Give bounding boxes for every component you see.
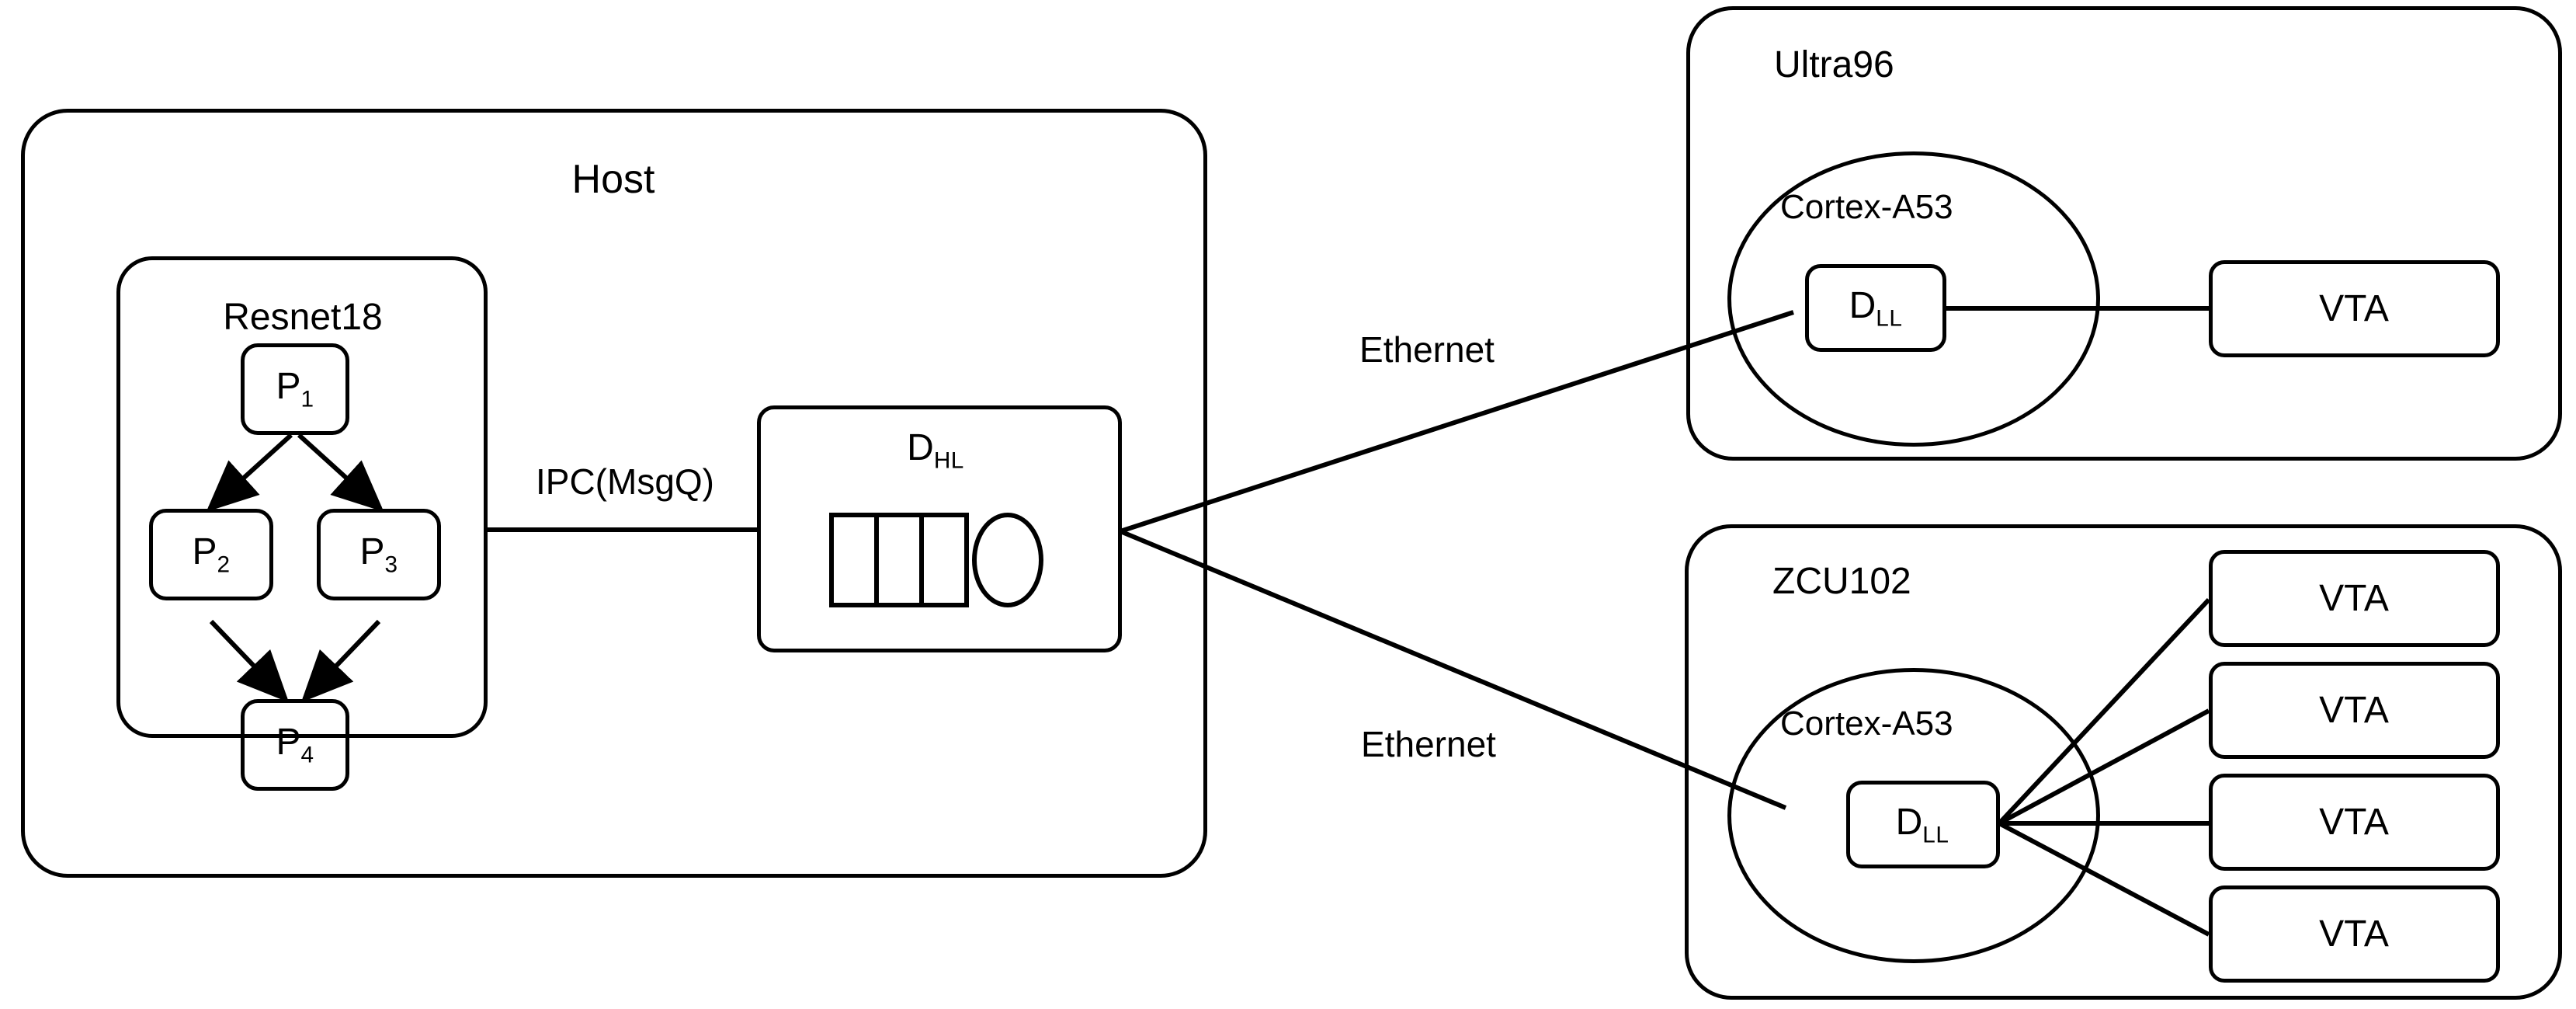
zcu102-vta-3-label: VTA — [2319, 913, 2389, 955]
ethernet-label-zcu102: Ethernet — [1361, 724, 1496, 764]
zcu102-vta-2-label: VTA — [2319, 802, 2389, 843]
zcu102-cortex-a53-title: Cortex-A53 — [1780, 705, 1953, 743]
zcu102-vta-3[interactable] — [2209, 885, 2500, 983]
process-node-p3[interactable] — [317, 509, 441, 600]
zcu102-container[interactable] — [1685, 524, 2562, 1000]
dhl-sub: HL — [933, 447, 964, 474]
ultra96-dll-sub: LL — [1876, 305, 1903, 332]
p2-base: P — [192, 531, 217, 572]
host-daemon-label: DHL — [907, 430, 964, 472]
ipc-link-label: IPC(MsgQ) — [536, 461, 714, 502]
zcu102-vta-1[interactable] — [2209, 662, 2500, 759]
process-node-p4[interactable] — [241, 699, 349, 791]
p3-sub: 3 — [384, 551, 398, 578]
process-node-p1-label: P1 — [276, 368, 314, 411]
ultra96-vta-0-label: VTA — [2319, 288, 2389, 329]
message-queue-icon — [829, 513, 1070, 607]
p1-base: P — [276, 366, 301, 407]
process-node-p2-label: P2 — [192, 534, 230, 576]
p2-sub: 2 — [217, 551, 231, 578]
ultra96-vta-0[interactable] — [2209, 260, 2500, 357]
process-node-p3-label: P3 — [359, 534, 398, 576]
ultra96-daemon-box[interactable] — [1805, 264, 1946, 352]
p1-sub: 1 — [300, 386, 314, 412]
queue-cells-icon — [829, 513, 969, 607]
queue-consumer-circle-icon — [972, 513, 1043, 607]
process-node-p2[interactable] — [149, 509, 273, 600]
ultra96-container[interactable] — [1686, 6, 2562, 461]
ultra96-cortex-a53-title: Cortex-A53 — [1780, 188, 1953, 226]
zcu102-vta-0[interactable] — [2209, 550, 2500, 647]
p4-sub: 4 — [300, 742, 314, 768]
zcu102-vta-2[interactable] — [2209, 774, 2500, 871]
zcu102-dll-sub: LL — [1922, 822, 1949, 848]
zcu102-cortex-a53-ellipse[interactable] — [1727, 668, 2100, 963]
process-node-p4-label: P4 — [276, 724, 314, 767]
host-title: Host — [571, 157, 655, 202]
ultra96-title: Ultra96 — [1774, 44, 1894, 85]
ultra96-daemon-label: DLL — [1849, 287, 1903, 330]
zcu102-vta-0-label: VTA — [2319, 578, 2389, 619]
p4-base: P — [276, 722, 301, 763]
ethernet-label-ultra96: Ethernet — [1359, 329, 1495, 370]
dhl-base: D — [907, 427, 934, 468]
resnet18-title: Resnet18 — [223, 297, 383, 338]
zcu102-title: ZCU102 — [1772, 561, 1911, 602]
process-node-p1[interactable] — [241, 343, 349, 435]
zcu102-daemon-box[interactable] — [1846, 781, 2000, 868]
ultra96-cortex-a53-ellipse[interactable] — [1727, 151, 2100, 447]
resnet18-group[interactable] — [116, 256, 488, 738]
ultra96-dll-base: D — [1849, 285, 1876, 326]
zcu102-daemon-label: DLL — [1896, 804, 1949, 847]
host-container[interactable] — [21, 109, 1207, 878]
zcu102-vta-1-label: VTA — [2319, 690, 2389, 731]
host-daemon-box[interactable] — [757, 405, 1122, 652]
zcu102-dll-base: D — [1895, 802, 1923, 843]
p3-base: P — [359, 531, 385, 572]
